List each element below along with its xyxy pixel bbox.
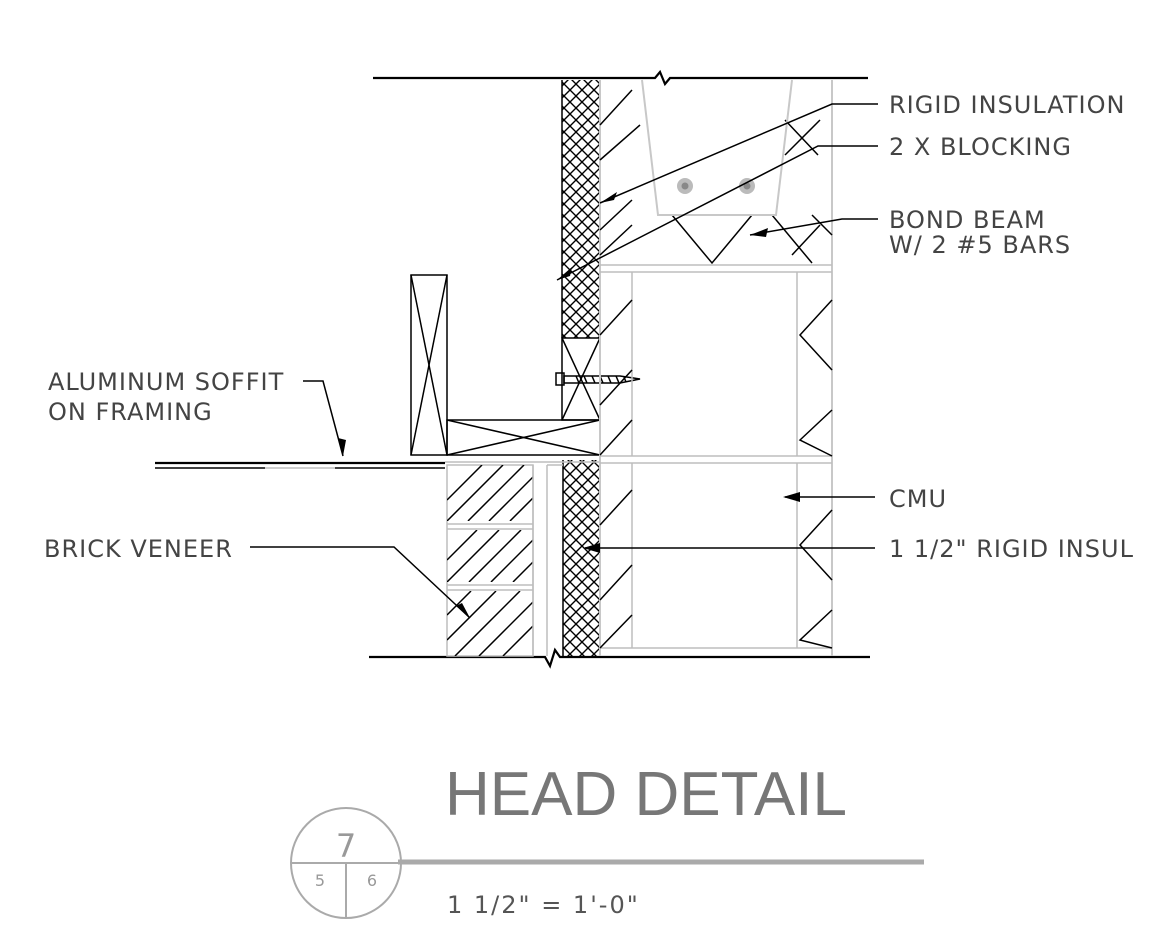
top-break-line (373, 69, 868, 87)
label-soffit: ALUMINUM SOFFIT (48, 368, 284, 396)
leader-soffit (303, 380, 346, 457)
leader-brick (250, 546, 471, 619)
leader-bond-beam (749, 218, 878, 237)
label-bond-beam: BOND BEAM (889, 206, 1046, 234)
leader-cmu (783, 492, 875, 502)
rigid-insulation-upper (561, 80, 601, 338)
aluminum-soffit (155, 461, 600, 469)
label-soffit-framing: ON FRAMING (48, 398, 213, 426)
label-cmu: CMU (889, 485, 947, 513)
blocking-member (561, 337, 601, 421)
detail-scale: 1 1/2" = 1'-0" (447, 891, 640, 919)
detail-title: HEAD DETAIL (445, 760, 847, 829)
label-bond-beam-bars: W/ 2 #5 BARS (889, 231, 1071, 259)
cmu-wall (599, 80, 833, 656)
label-blocking: 2 X BLOCKING (889, 133, 1072, 161)
label-rigid-insul: 1 1/2" RIGID INSUL (889, 535, 1134, 563)
leader-rigid-insulation (599, 103, 878, 204)
header-framing (446, 419, 601, 456)
sheet-number-right: 6 (367, 871, 377, 890)
lag-screw (555, 372, 641, 386)
sheet-number-left: 5 (315, 871, 325, 890)
soffit-framing-vertical (410, 274, 448, 456)
label-brick-veneer: BRICK VENEER (44, 535, 233, 563)
leader-rigid-insul (583, 543, 875, 553)
detail-number: 7 (336, 827, 356, 865)
brick-veneer (446, 464, 563, 657)
detail-bubble: 7 5 6 (290, 807, 402, 919)
leader-blocking (556, 145, 878, 281)
bond-beam (599, 79, 833, 265)
bottom-break-line (369, 647, 870, 669)
label-rigid-insulation: RIGID INSULATION (889, 91, 1125, 119)
rigid-insulation-lower (562, 460, 601, 656)
